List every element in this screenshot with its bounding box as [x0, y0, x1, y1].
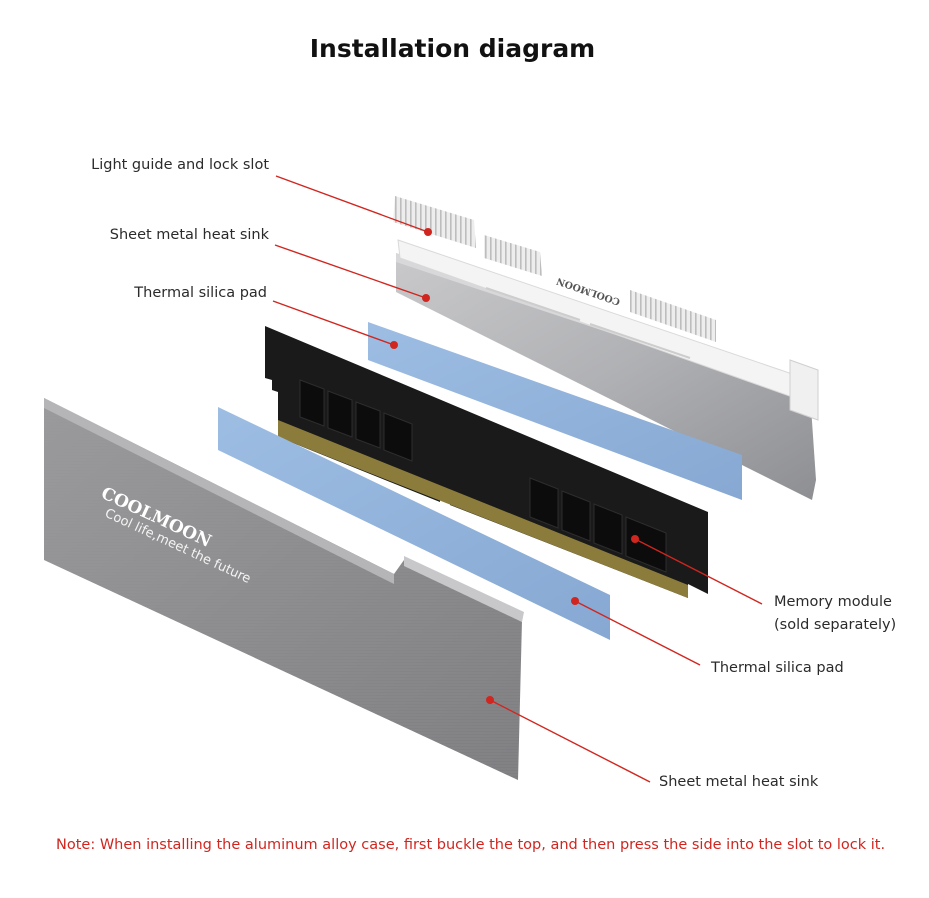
- memory-chips-left: [299, 379, 413, 462]
- label-sheet-metal-bottom: Sheet metal heat sink: [659, 774, 819, 790]
- top-fins-left: [393, 196, 476, 248]
- label-memory-module-line2: (sold separately): [774, 617, 897, 633]
- end-clip: [789, 359, 819, 421]
- light-guide-bar: COOLMOON: [393, 196, 819, 421]
- front-heatsink: COOLMOON Cool life,meet the future: [44, 398, 524, 780]
- thermal-pad-rear: [368, 322, 742, 500]
- installation-note: Note: When installing the aluminum alloy…: [56, 837, 886, 853]
- thermal-pad-front: [218, 407, 610, 640]
- top-fins-right: [630, 290, 716, 342]
- leader-lines: [272, 175, 763, 783]
- page-title: Installation diagram: [309, 34, 596, 63]
- leader-dots: [390, 228, 639, 704]
- label-light-guide: Light guide and lock slot: [91, 157, 269, 173]
- memory-module: [265, 326, 708, 598]
- label-thermal-pad-bottom: Thermal silica pad: [711, 660, 844, 676]
- label-sheet-metal-top: Sheet metal heat sink: [109, 227, 269, 243]
- label-thermal-pad-top: Thermal silica pad: [134, 285, 267, 301]
- label-memory-module: Memory module (sold separately): [774, 591, 896, 637]
- label-memory-module-line1: Memory module: [774, 594, 892, 610]
- top-fins-mid: [484, 235, 542, 276]
